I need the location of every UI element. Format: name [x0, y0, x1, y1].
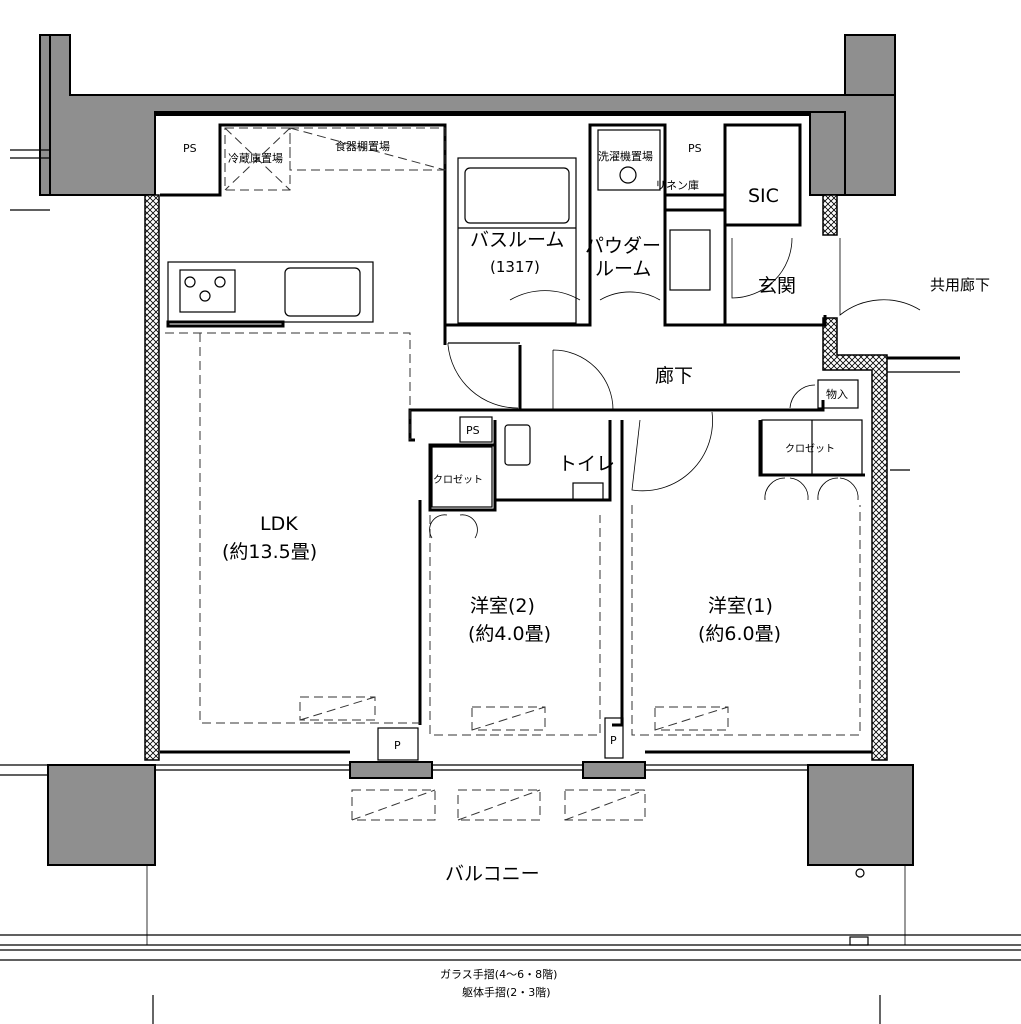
label-bathroom: バスルーム	[470, 229, 564, 251]
label-powder-room-2: ルーム	[595, 258, 651, 280]
label-fridge-space: 冷蔵庫置場	[228, 151, 283, 165]
label-p-left: P	[394, 739, 401, 752]
label-ps-center: PS	[688, 142, 702, 155]
label-ps-kitchen: PS	[183, 142, 197, 155]
label-western-room-1-size: (約6.0畳)	[698, 623, 781, 645]
label-ldk-size: (約13.5畳)	[222, 541, 317, 563]
upper-structure-walls	[10, 34, 896, 211]
door-swings	[429, 237, 921, 539]
label-closet-left: クロゼット	[433, 474, 483, 486]
label-toilet: トイレ	[558, 453, 615, 475]
right-wall-upper	[822, 194, 838, 236]
label-cupboard-space: 食器棚置場	[335, 139, 390, 153]
label-corridor: 廊下	[655, 365, 693, 387]
label-western-room-1: 洋室(1)	[708, 595, 773, 617]
label-balcony: バルコニー	[445, 863, 540, 885]
label-powder-room-1: パウダー	[585, 235, 661, 257]
label-p-right: P	[610, 734, 617, 747]
label-bathroom-size: (1317)	[490, 258, 540, 276]
interior-partitions	[160, 123, 865, 727]
label-ldk: LDK	[260, 513, 298, 535]
note-structural-railing: 躯体手摺(2・3階)	[462, 985, 551, 999]
label-closet-right: クロゼット	[785, 443, 835, 455]
label-entrance: 玄関	[758, 275, 796, 297]
label-western-room-2-size: (約4.0畳)	[468, 623, 551, 645]
furniture-zones	[165, 127, 861, 821]
label-washer-space: 洗濯機置場	[598, 149, 653, 163]
right-wall-lower	[822, 317, 888, 761]
label-western-room-2: 洋室(2)	[470, 595, 535, 617]
label-storage: 物入	[826, 387, 848, 401]
label-linen: リネン庫	[655, 178, 699, 192]
left-exterior-wall	[144, 194, 160, 761]
note-glass-railing: ガラス手摺(4～6・8階)	[440, 967, 557, 981]
balcony-structure	[0, 717, 1021, 1024]
label-ps-toilet: PS	[466, 424, 480, 437]
label-common-corridor: 共用廊下	[930, 276, 990, 294]
label-sic: SIC	[748, 185, 779, 207]
